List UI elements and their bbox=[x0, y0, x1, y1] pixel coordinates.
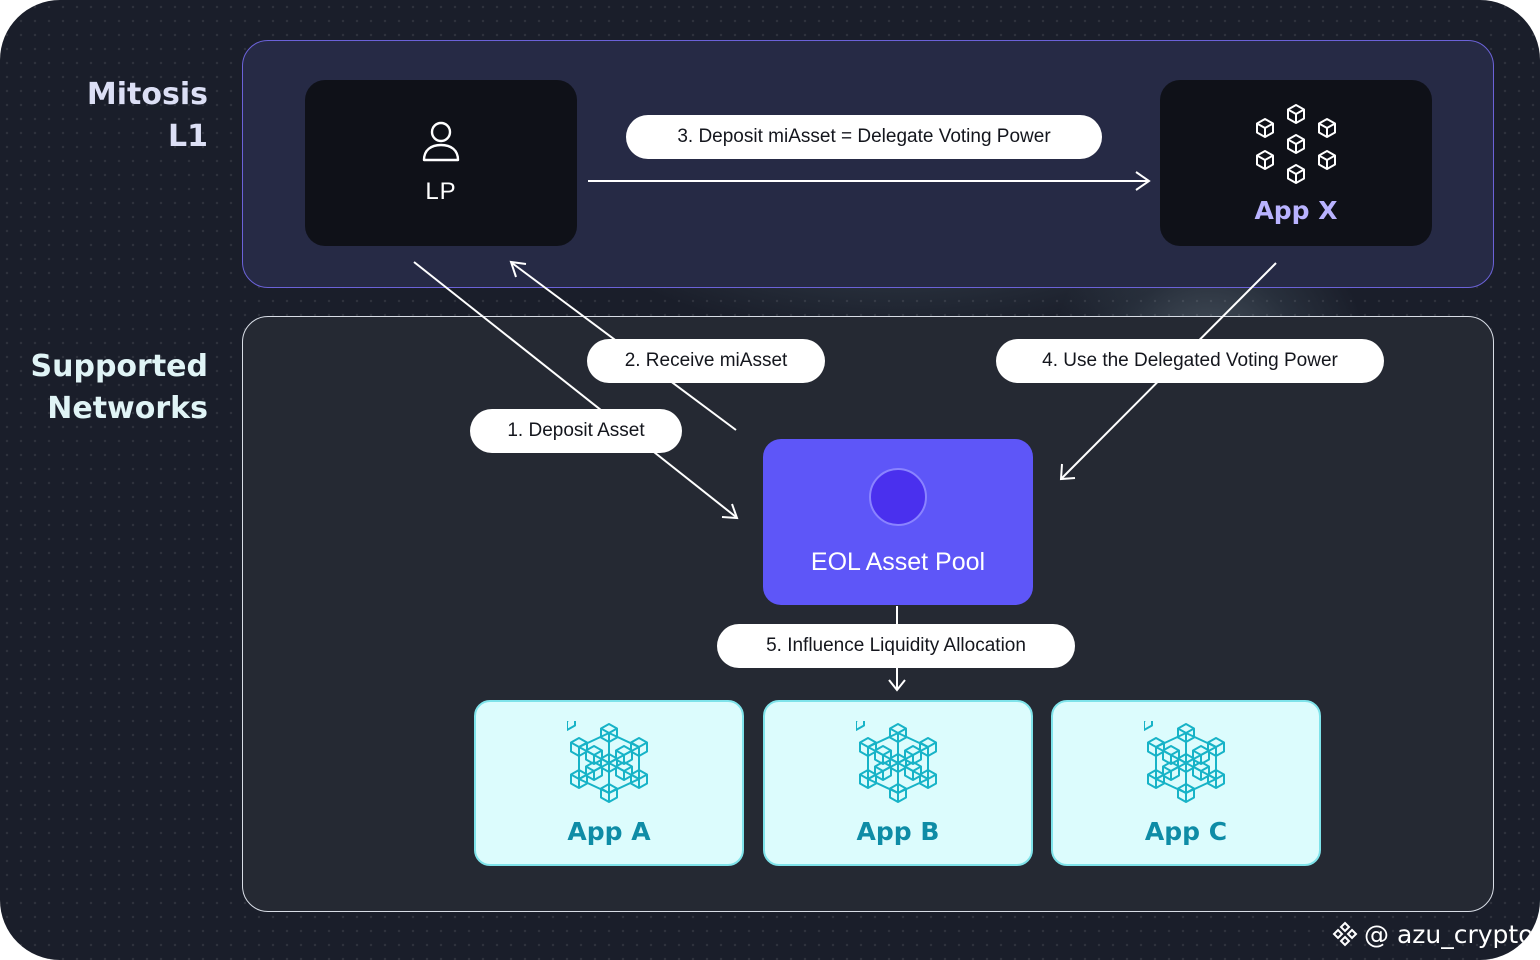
eol-asset-pool-node: EOL Asset Pool bbox=[763, 439, 1033, 605]
watermark: @ azu_crypto1 bbox=[1332, 916, 1540, 952]
app-a-label: App A bbox=[567, 816, 651, 846]
pool-label: EOL Asset Pool bbox=[810, 547, 986, 576]
step4-label: 4. Use the Delegated Voting Power bbox=[996, 339, 1384, 383]
lp-node: LP bbox=[305, 80, 577, 246]
user-icon bbox=[422, 121, 460, 162]
networks-label-line1: Supported bbox=[30, 349, 208, 384]
step3-label: 3. Deposit miAsset = Delegate Voting Pow… bbox=[626, 115, 1102, 159]
pool-circle-icon bbox=[869, 467, 927, 526]
supported-networks-label: Supported Networks bbox=[31, 346, 208, 430]
networks-label-line2: Networks bbox=[47, 391, 208, 426]
step2-label: 2. Receive miAsset bbox=[587, 339, 825, 383]
lp-label: LP bbox=[425, 178, 457, 205]
arrow-step1 bbox=[413, 261, 739, 520]
mitosis-label-line2: L1 bbox=[168, 119, 208, 154]
app-x-node: App X bbox=[1160, 80, 1432, 246]
app-c-label: App C bbox=[1144, 816, 1228, 846]
step1-label: 1. Deposit Asset bbox=[470, 409, 682, 453]
arrow-step3 bbox=[588, 171, 1151, 191]
app-c-node: App C bbox=[1051, 700, 1321, 866]
step5-label: 5. Influence Liquidity Allocation bbox=[717, 624, 1075, 668]
mitosis-label-line1: Mitosis bbox=[86, 77, 208, 112]
app-x-label: App X bbox=[1254, 195, 1338, 225]
watermark-text: @ azu_crypto1 bbox=[1364, 919, 1540, 949]
cube-cluster-icon bbox=[1256, 103, 1336, 184]
app-b-node: App B bbox=[763, 700, 1033, 866]
mitosis-l1-label: Mitosis L1 bbox=[87, 74, 208, 158]
app-a-node: App A bbox=[474, 700, 744, 866]
binance-logo-icon bbox=[1332, 921, 1358, 947]
app-b-label: App B bbox=[856, 816, 940, 846]
